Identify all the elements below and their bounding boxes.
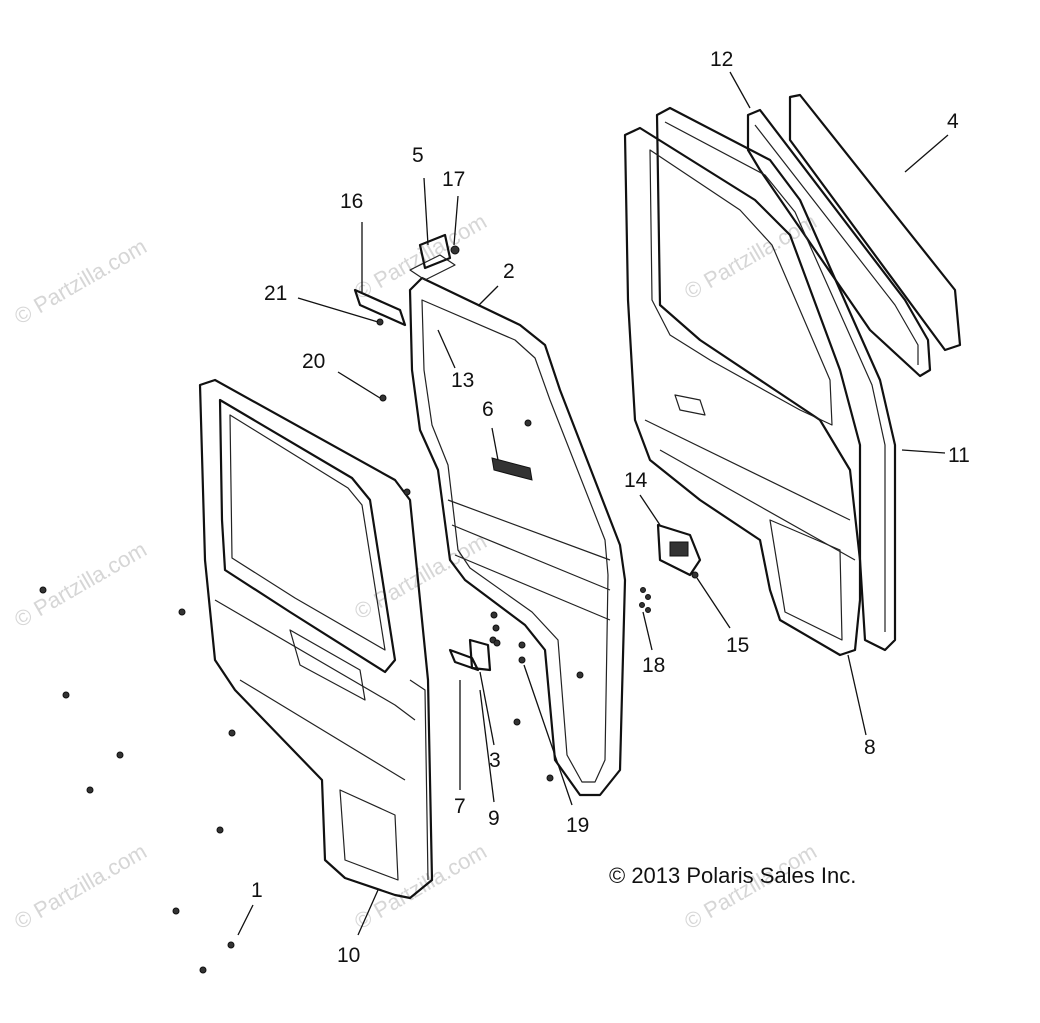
callout-14: 14 [624,469,648,492]
watermark: © Partzilla.com [10,839,151,935]
watermark: © Partzilla.com [10,537,151,633]
latch-assembly [656,523,702,579]
callout-8: 8 [864,736,876,759]
callout-7: 7 [454,795,466,818]
callout-21: 21 [264,282,287,305]
callout-2: 2 [503,260,515,283]
watermark-layer: © Partzilla.com © Partzilla.com © Partzi… [10,209,821,935]
callout-18: 18 [642,654,665,677]
fasteners [39,394,651,974]
callout-15: 15 [726,634,749,657]
callout-11: 11 [948,444,970,467]
outer-door-panel [198,378,434,900]
callout-4: 4 [947,110,959,133]
copyright-notice: © 2013 Polaris Sales Inc. [609,863,856,888]
callout-12: 12 [710,48,733,71]
hinge-brackets [353,233,460,327]
callout-labels: 1 2 3 4 5 6 7 8 9 10 11 12 13 14 15 16 1… [251,48,970,967]
callout-1: 1 [251,879,263,902]
callout-3: 3 [489,749,501,772]
callout-13: 13 [451,369,474,392]
callout-10: 10 [337,944,360,967]
inner-door-frame [408,254,627,797]
callout-6: 6 [482,398,494,421]
callout-19: 19 [566,814,589,837]
callout-17: 17 [442,168,465,191]
right-door-assembly [623,93,962,657]
watermark: © Partzilla.com [350,209,491,305]
striker-plates [448,636,497,672]
callout-9: 9 [488,807,500,830]
callout-5: 5 [412,144,424,167]
callout-20: 20 [302,350,325,373]
callout-16: 16 [340,190,363,213]
leader-lines [237,71,949,936]
watermark: © Partzilla.com [10,234,151,330]
